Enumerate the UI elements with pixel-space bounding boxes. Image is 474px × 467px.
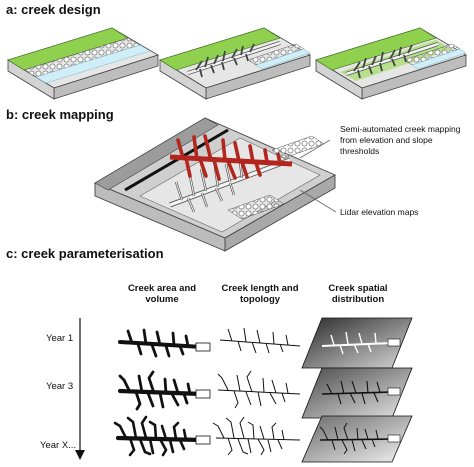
design-slab-1 <box>7 27 159 100</box>
section-title-creek-parameterisation: c: creek parameterisation <box>6 246 164 261</box>
callout-lidar-elevation-maps: Lidar elevation maps <box>340 207 419 217</box>
callout-creek-mapping-method: Semi-automated creek mapping from elevat… <box>340 124 461 156</box>
creek-area-yearx <box>113 415 211 457</box>
design-slab-3 <box>315 27 467 100</box>
creek-area-year3 <box>117 370 211 411</box>
mapped-creek-network <box>169 134 293 181</box>
section-title-creek-design: a: creek design <box>6 2 101 17</box>
creek-area-year1 <box>118 328 211 358</box>
row-label-year-x: Year X... <box>40 440 77 451</box>
creek-topology-year3 <box>217 370 301 409</box>
callout-line-lidar <box>299 189 337 213</box>
column-header-creek-distribution: Creek spatial distribution <box>328 283 388 305</box>
creek-topology-year1 <box>219 327 301 354</box>
creek-topology-yearx <box>212 416 301 456</box>
column-header-creek-length: Creek length and topology <box>221 283 299 305</box>
mapping-rock-revetment <box>271 135 325 159</box>
lidar-elevation-slab <box>94 117 336 252</box>
section-title-creek-mapping: b: creek mapping <box>6 107 114 122</box>
design-slab-2 <box>159 27 311 100</box>
row-label-year-3: Year 3 <box>46 381 74 392</box>
row-label-year-1: Year 1 <box>46 333 74 344</box>
time-axis-arrowhead <box>75 450 85 460</box>
creek-distribution-year1 <box>301 317 413 369</box>
creek-distribution-yearx <box>301 415 413 463</box>
column-header-creek-area: Creek area and volume <box>127 283 197 305</box>
callout-line-mapping <box>299 139 331 159</box>
creek-distribution-year3 <box>301 367 413 419</box>
